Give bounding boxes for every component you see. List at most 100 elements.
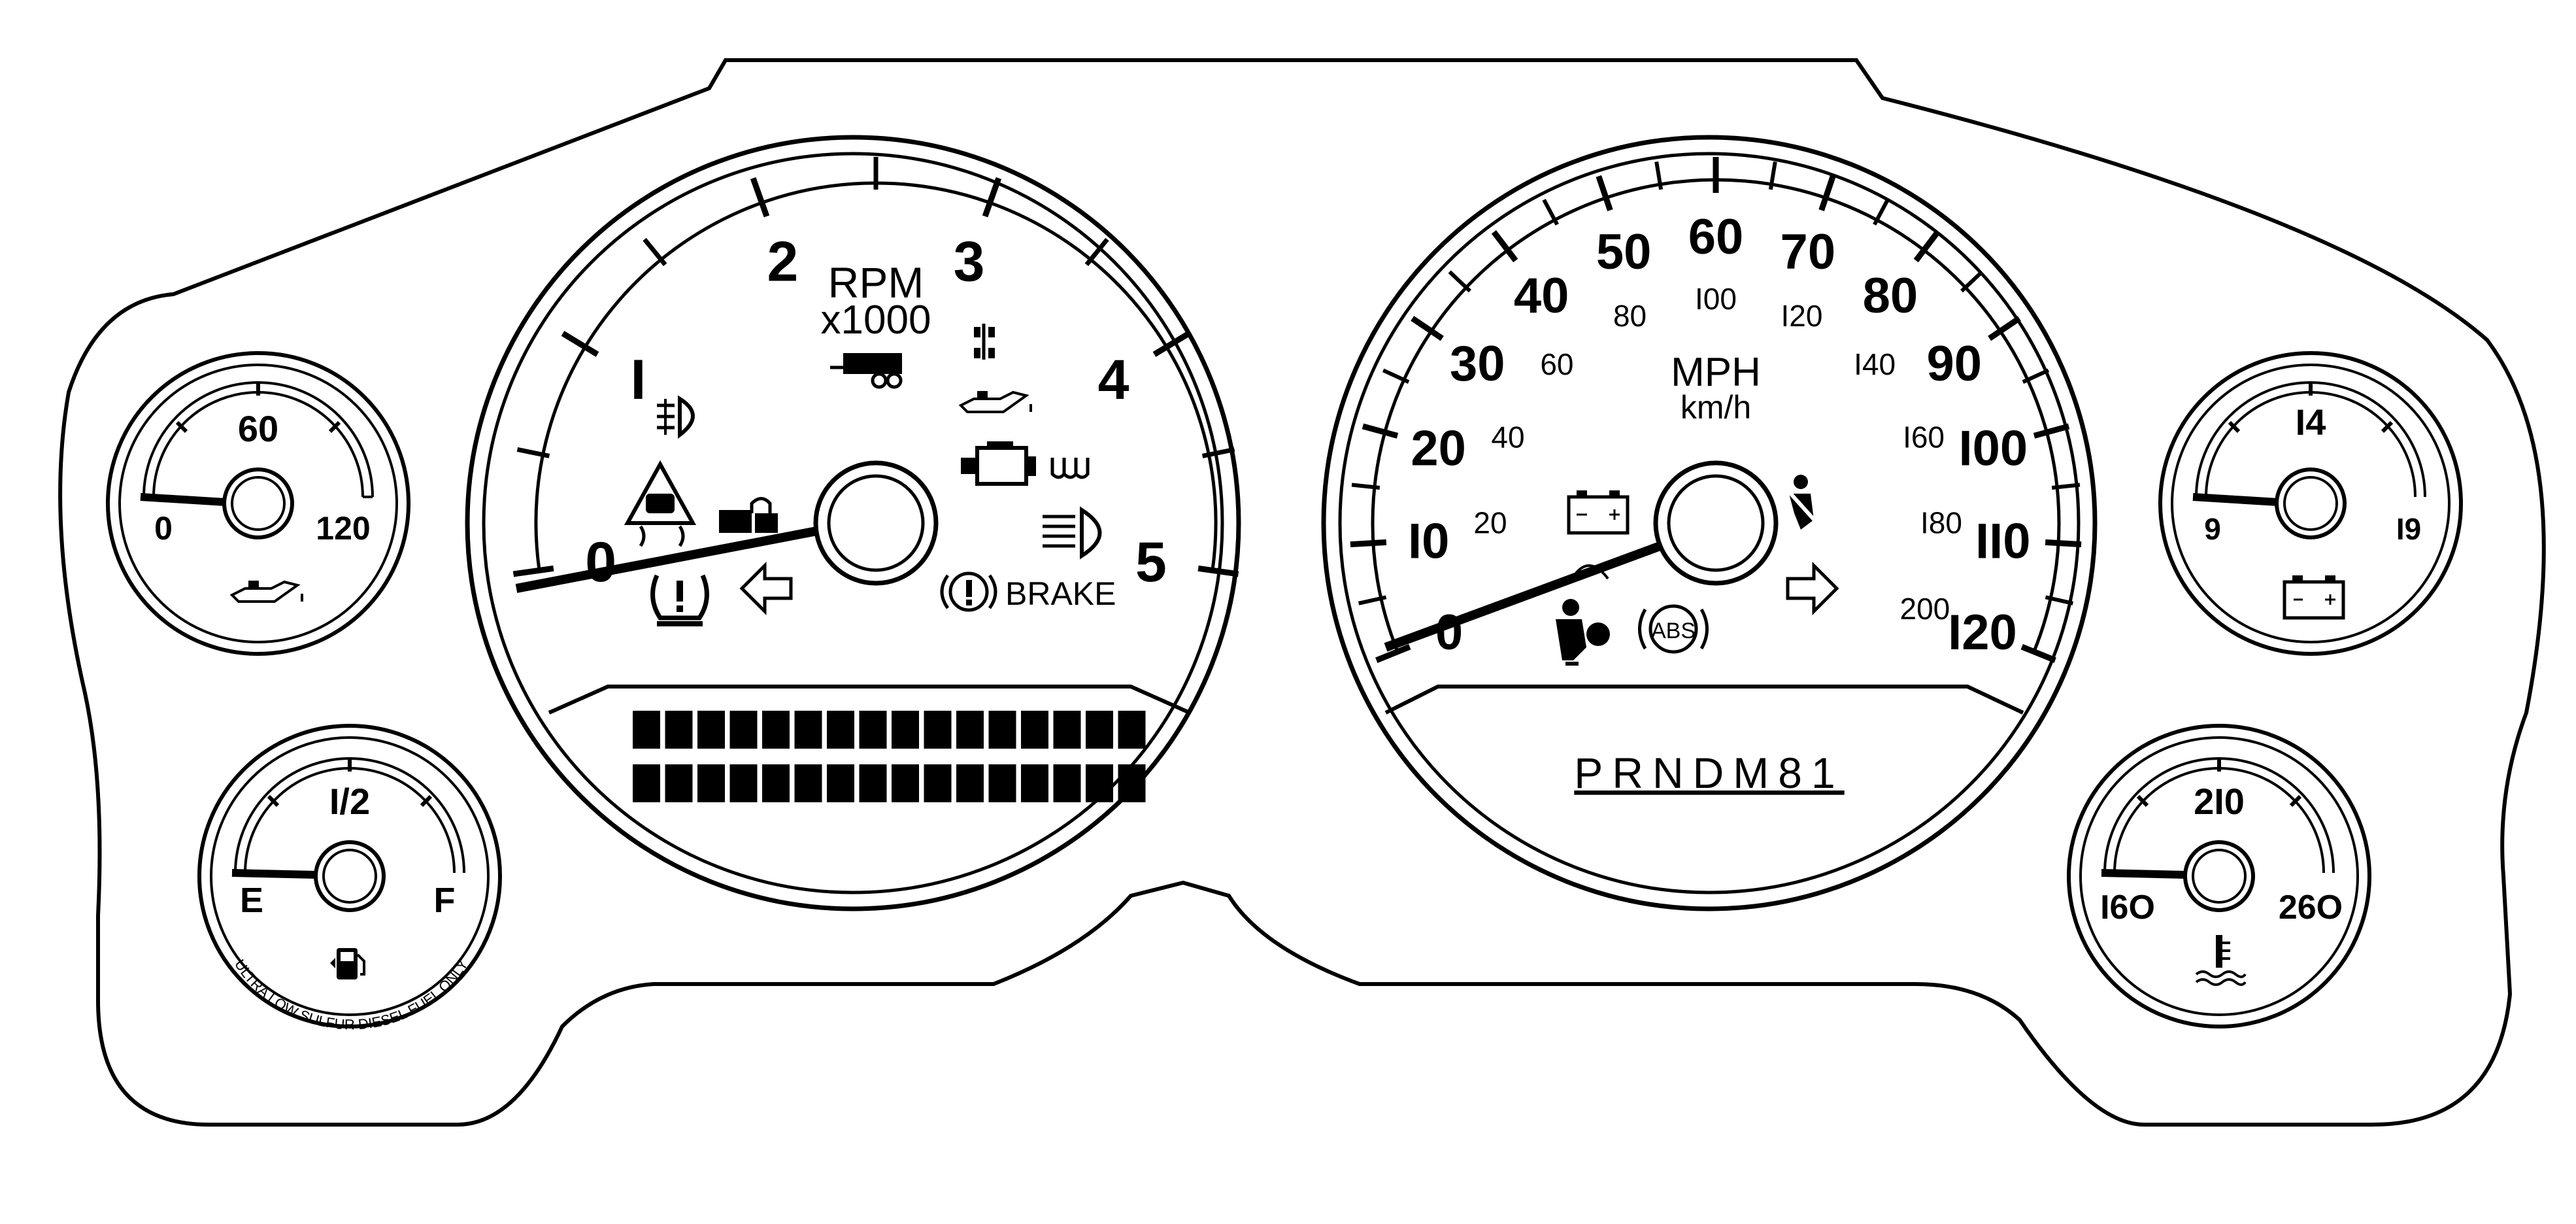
speed-tick	[1913, 230, 1941, 263]
speed-kmh-label: 60	[1540, 347, 1573, 381]
display-segment	[697, 711, 725, 749]
display-segment	[859, 711, 887, 749]
fuel-label-half: I/2	[329, 781, 370, 822]
trailer-icon	[830, 353, 903, 389]
oil-can-icon	[229, 580, 303, 603]
speed-mph-label: I00	[1959, 421, 2028, 477]
oil-needle	[140, 493, 226, 506]
speed-kmh-label: I20	[1781, 299, 1822, 333]
turn-right-icon	[1786, 561, 1839, 616]
oil-level-icon	[958, 390, 1032, 413]
tach-hub	[813, 460, 939, 586]
display-segment	[729, 764, 758, 802]
speed-tick	[2045, 539, 2082, 548]
tach-needle	[515, 526, 818, 593]
speed-needle	[1384, 541, 1662, 652]
display-segment	[827, 711, 854, 749]
display-segment	[762, 764, 790, 802]
display-segment	[697, 764, 725, 802]
speed-mph-label: 60	[1688, 209, 1744, 265]
display-segment	[924, 764, 952, 802]
oil-tick	[175, 420, 188, 434]
speed-mph-label: 30	[1450, 336, 1505, 392]
speed-mph-label: II0	[1975, 514, 2031, 570]
stabilitrak-icon	[624, 460, 697, 547]
speed-mph-label: I20	[1948, 605, 2017, 660]
display-segment	[1053, 764, 1081, 802]
display-segment	[794, 764, 822, 802]
oil-label-max: 120	[316, 510, 370, 547]
oil-label-min: 0	[154, 510, 173, 547]
display-segment	[762, 711, 790, 749]
speed-kmh-label: I40	[1854, 347, 1896, 381]
speed-tick	[2051, 483, 2081, 490]
cluster-housing	[58, 58, 2546, 1127]
display-segment	[633, 764, 660, 802]
oil-pressure-gauge: 60 0 120	[106, 351, 410, 656]
speed-mph-label: 20	[1411, 421, 1466, 477]
speed-mph-label: 70	[1781, 224, 1836, 280]
volt-label-max: I9	[2396, 512, 2421, 546]
display-segment	[633, 711, 660, 749]
speed-tick	[1768, 161, 1777, 190]
coolant-temp-icon	[2195, 935, 2247, 986]
speed-tick	[1873, 199, 1890, 226]
display-segment	[827, 764, 854, 802]
tach-tick	[982, 177, 1002, 218]
speed-tick	[2033, 423, 2070, 439]
tach-label: 2	[767, 231, 799, 294]
tach-tick	[516, 447, 550, 458]
tach-tick	[1152, 331, 1191, 357]
display-segment	[1021, 764, 1048, 802]
speed-mph-label: 0	[1435, 605, 1463, 660]
fuel-label-full: F	[434, 881, 456, 920]
fuel-pump-icon	[330, 948, 365, 979]
display-segment	[956, 711, 984, 749]
speed-tick	[1448, 270, 1472, 293]
display-segment	[1021, 711, 1048, 749]
speed-kmh-label: 40	[1491, 420, 1524, 454]
display-segment	[1118, 711, 1146, 749]
speed-tick	[1382, 368, 1410, 384]
tach-label: 4	[1098, 348, 1129, 411]
tire-pressure-icon	[650, 574, 709, 626]
display-segments	[633, 711, 1146, 802]
driver-info-display	[548, 685, 1191, 715]
gear-indicator: PRNDM81	[1574, 749, 1844, 797]
display-segment	[892, 764, 919, 802]
fuel-label-empty: E	[240, 881, 263, 920]
speed-tick	[1362, 423, 1399, 439]
seatbelt-icon	[1786, 475, 1819, 530]
speed-tick	[1350, 539, 1387, 548]
speed-tick	[1542, 199, 1559, 226]
fuel-gauge: I/2 E F ULTRA LOW SULFUR DIESEL FUEL ONL…	[197, 724, 502, 1032]
tach-tick	[1197, 565, 1239, 577]
speed-hub	[1653, 460, 1779, 586]
speed-tick	[1960, 270, 1984, 293]
speed-kmh-label: I60	[1903, 420, 1945, 454]
speed-kmh-label: 80	[1613, 299, 1647, 333]
battery-icon	[1567, 490, 1630, 535]
fuel-needle	[231, 869, 318, 879]
speed-mph-label: 50	[1596, 224, 1652, 280]
display-segment	[1053, 711, 1081, 749]
speed-mph-label: 90	[1927, 336, 1982, 392]
speed-unit-kmh: km/h	[1681, 389, 1751, 426]
volt-needle	[2192, 493, 2279, 506]
volt-label-mid: I4	[2296, 401, 2326, 443]
speed-tick	[1654, 161, 1664, 190]
voltmeter-battery-icon	[2283, 575, 2345, 620]
display-segment	[924, 711, 952, 749]
tach-tick	[1201, 447, 1235, 458]
speed-tick	[2020, 644, 2056, 663]
display-segment	[988, 711, 1016, 749]
speed-tick	[1988, 316, 2021, 341]
speed-tick	[1818, 175, 1836, 212]
tach-label: 0	[585, 531, 616, 594]
tach-label: 3	[954, 231, 985, 294]
display-segment	[665, 711, 693, 749]
glow-plug-icon	[1050, 458, 1090, 479]
